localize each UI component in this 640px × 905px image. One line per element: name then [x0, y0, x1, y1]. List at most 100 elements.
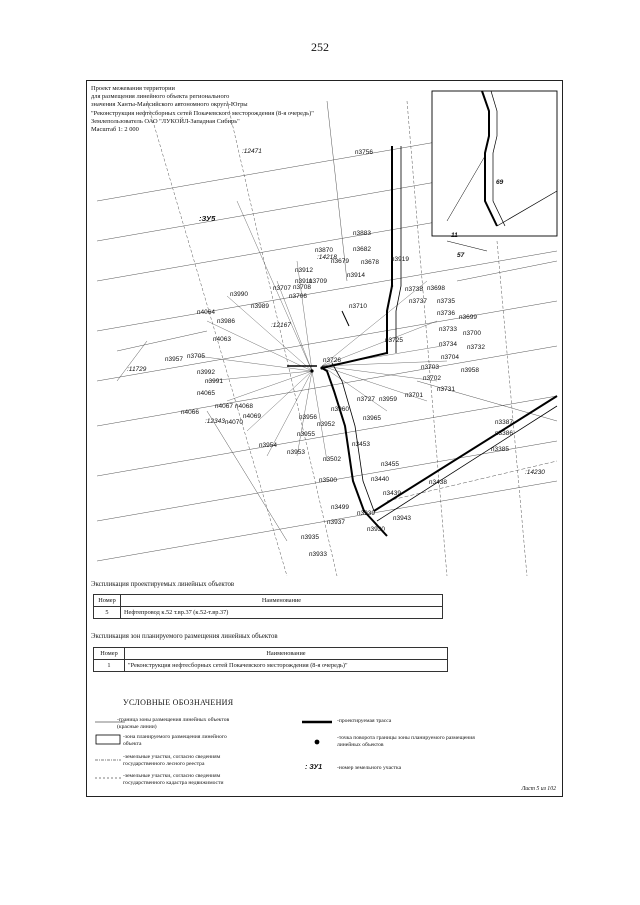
point-label: п3937: [327, 519, 345, 526]
red-line-symbol: [95, 721, 125, 723]
parcel-label: :12167: [271, 322, 291, 329]
point-label: п3387: [495, 419, 513, 426]
point-label: п3912: [295, 267, 313, 274]
point-label: п3911: [295, 278, 313, 285]
point-label: п3679: [331, 258, 349, 265]
inset-overview: [431, 90, 558, 252]
parcel-label: :12471: [242, 148, 262, 155]
point-label: п3955: [297, 431, 315, 438]
table-cell: "Реконструкция нефтесборных сетей Покаче…: [124, 659, 448, 672]
point-label: п4070: [225, 419, 243, 426]
point-label: п3453: [352, 441, 370, 448]
point-label: п3958: [461, 367, 479, 374]
point-label: п3986: [217, 318, 235, 325]
point-label: п3708: [293, 284, 311, 291]
zu-label: :ЗУ5: [199, 214, 216, 223]
zones-table: Номер Наименование 1 "Реконструкция нефт…: [93, 647, 448, 672]
point-label: п3727: [357, 396, 375, 403]
header-line: для размещения линейного объекта региона…: [91, 93, 230, 101]
point-label: п3700: [463, 330, 481, 337]
point-label: п3701: [405, 392, 423, 399]
point-label: п3956: [299, 414, 317, 421]
cadastre-symbol: [95, 777, 121, 779]
point-label: п3732: [467, 344, 485, 351]
table-cell: 5: [93, 606, 121, 619]
page-number: 252: [311, 40, 329, 54]
parcel-label: :14230: [525, 469, 545, 476]
point-label: п3386: [495, 430, 513, 437]
map-sheet: :12471 :ЗУ5 :14218 :12167 :11729 :12343 …: [86, 80, 563, 797]
point-label: п3957: [165, 356, 183, 363]
table-row: 1 "Реконструкция нефтесборных сетей Пока…: [93, 659, 448, 672]
point-label: п4068: [235, 403, 253, 410]
point-label: п3710: [349, 303, 367, 310]
cadastral-map: :12471 :ЗУ5 :14218 :12167 :11729 :12343 …: [96, 90, 558, 577]
projected-route: [287, 146, 558, 537]
point-label: п3930: [367, 526, 385, 533]
parcel-label: :12343: [205, 418, 225, 425]
turning-points: [310, 284, 394, 513]
point-label: п4064: [197, 309, 215, 316]
parcel-label: :14218: [317, 254, 337, 261]
point-label: п3455: [381, 461, 399, 468]
point-label: п3738: [405, 286, 423, 293]
table-row: Номер Наименование: [93, 647, 448, 660]
point-label: п3734: [439, 341, 457, 348]
point-label: п3914: [347, 272, 365, 279]
point-label: п4063: [213, 336, 231, 343]
parcel-label: :11729: [127, 366, 147, 373]
point-label: п3707: [273, 285, 291, 292]
point-label: п3953: [287, 449, 305, 456]
point-label: п3756: [355, 149, 373, 156]
point-label: п3992: [197, 369, 215, 376]
point-label: п3502: [323, 456, 341, 463]
point-label: п3699: [459, 314, 477, 321]
point-label: п3989: [251, 303, 269, 310]
point-label: п3438: [429, 479, 447, 486]
point-label: п4067: [215, 403, 233, 410]
header-line: Масштаб 1: 2 000: [91, 126, 139, 134]
zones-title: Экспликация зон планируемого размещения …: [91, 633, 278, 640]
point-label: п3954: [259, 442, 277, 449]
point-label: п3960: [331, 406, 349, 413]
point-label: п3682: [353, 246, 371, 253]
point-label: п4069: [243, 413, 261, 420]
zu-symbol: : ЗУ1: [305, 764, 323, 771]
point-label: п3709: [309, 278, 327, 285]
point-label: п3703: [421, 364, 439, 371]
zone-symbol: [95, 734, 121, 745]
point-label: п3990: [230, 291, 248, 298]
table-cell: 1: [93, 659, 125, 672]
point-label: п3919: [391, 256, 409, 263]
legend-item: -земельные участки, согласно сведениям г…: [123, 773, 224, 786]
inset-label: 57: [457, 252, 465, 259]
point-label: п3935: [301, 534, 319, 541]
point-label: п3500: [319, 477, 337, 484]
legend-item: -точка поворота границы зоны планируемог…: [337, 735, 475, 748]
table-header-cell: Наименование: [124, 647, 448, 660]
point-label: п3735: [437, 298, 455, 305]
point-label: п3733: [439, 326, 457, 333]
point-label: п3731: [437, 386, 455, 393]
header-line: Проект межевания территории: [91, 85, 175, 92]
point-label: п3736: [437, 310, 455, 317]
point-label: п3725: [385, 337, 403, 344]
point-label: п3726: [323, 357, 341, 364]
table-header-cell: Номер: [93, 594, 121, 607]
point-label: п3737: [409, 298, 427, 305]
point-label: п3705: [187, 353, 205, 360]
header-line: значения Ханты-Мансийского автономного о…: [91, 101, 248, 109]
sheet-number: Лист 5 из 102: [521, 786, 556, 792]
route-symbol: [302, 720, 332, 724]
legend-item: -проектируемая трасса: [337, 718, 392, 724]
forest-registry-symbol: [95, 759, 121, 761]
point-label: п3870: [315, 247, 333, 254]
linear-objects-title: Экспликация проектируемых линейных объек…: [91, 581, 235, 588]
table-row: 5 Нефтепровод к.52 т.вр.37 (к.52-т.вр.37…: [93, 606, 443, 619]
table-header-cell: Номер: [93, 647, 125, 660]
point-label: п3952: [317, 421, 335, 428]
header-line: Землепользователь ОАО "ЛУКОЙЛ-Западная С…: [91, 117, 240, 125]
point-label: п3706: [289, 293, 307, 300]
point-label: п3959: [379, 396, 397, 403]
point-label: п3939: [357, 510, 375, 517]
